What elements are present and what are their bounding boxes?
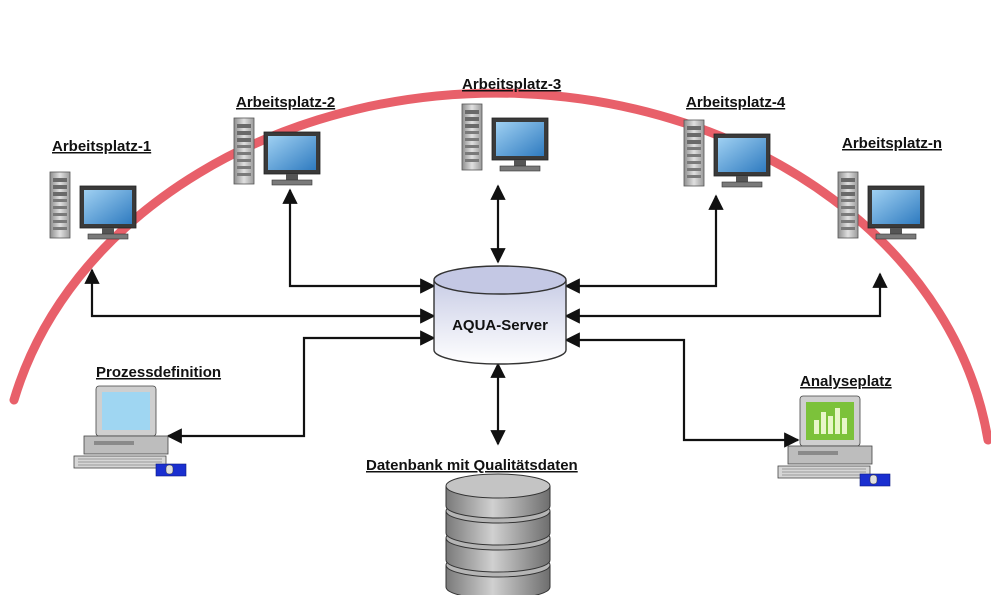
- enclosure-arc: [9, 88, 991, 445]
- workstation-n-label: Arbeitsplatz-n: [842, 135, 942, 152]
- workstation-n: Arbeitsplatz-n: [837, 135, 942, 240]
- process-definition-screen: [102, 392, 150, 430]
- workstation-1-label: Arbeitsplatz-1: [52, 138, 151, 155]
- server-label: AQUA-Server: [452, 317, 548, 334]
- bar-chart-icon: [814, 408, 847, 434]
- quality-database: Datenbank mit Qualitätsdaten: [366, 457, 578, 595]
- workstation-1: Arbeitsplatz-1: [49, 138, 151, 240]
- database-icon: [445, 473, 551, 595]
- workstation-4-label: Arbeitsplatz-4: [686, 94, 786, 111]
- database-label: Datenbank mit Qualitätsdaten: [366, 457, 578, 474]
- workstation-4: Arbeitsplatz-4: [683, 94, 786, 188]
- analysis-station: Analyseplatz: [777, 373, 892, 487]
- workstation-2: Arbeitsplatz-2: [233, 94, 335, 186]
- connections: [84, 184, 888, 448]
- workstation-2-label: Arbeitsplatz-2: [236, 94, 335, 111]
- workstation-3: Arbeitsplatz-3: [461, 76, 561, 172]
- process-definition-station: Prozessdefinition: [73, 364, 221, 477]
- aqua-server: AQUA-Server: [433, 265, 567, 365]
- process-definition-label: Prozessdefinition: [96, 364, 221, 381]
- analysis-label: Analyseplatz: [800, 373, 892, 390]
- workstation-3-label: Arbeitsplatz-3: [462, 76, 561, 93]
